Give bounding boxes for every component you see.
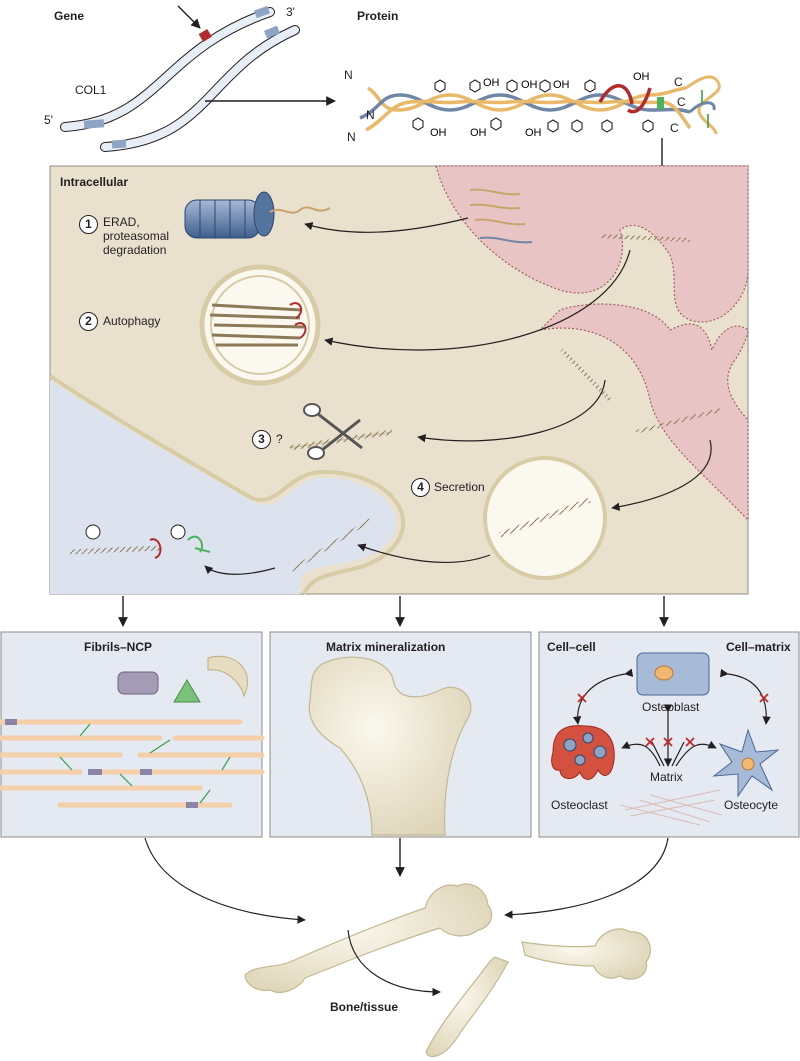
bone-tissue-label: Bone/tissue: [330, 1000, 399, 1014]
n-terminus-label: N: [366, 108, 375, 122]
intracellular-title: Intracellular: [60, 175, 129, 189]
cell-matrix-title: Cell–matrix: [726, 640, 791, 654]
gene-exon-block: [254, 5, 270, 19]
osteoblast-label: Osteoblast: [642, 700, 700, 714]
arrow-to-secretion: [611, 439, 712, 511]
cell-cell-title: Cell–cell: [547, 640, 596, 654]
hydroxyl-label: OH: [430, 127, 447, 139]
arrow-to-cleaved: [204, 565, 276, 575]
hydroxyl-label: OH: [525, 127, 542, 139]
matrix-fibers: [619, 789, 723, 826]
osteocyte-label: Osteocyte: [724, 798, 779, 812]
ncp-triangle-icon: [173, 679, 201, 703]
hydroxyl-label: OH: [521, 79, 538, 91]
mineralization-panel: [269, 631, 532, 838]
pathway-number-4: 4: [411, 478, 430, 497]
blocked-interaction-mark: [577, 693, 769, 747]
secretory-vesicle: [483, 456, 607, 580]
c-terminus-label: C: [677, 95, 686, 109]
three-prime-label: 3': [286, 5, 295, 19]
arrow-to-erad: [304, 217, 469, 233]
cell-interaction-arrows: [572, 668, 771, 767]
autophagosome: [199, 264, 321, 386]
arrow-to-autophagy: [324, 249, 631, 351]
matrix-label: Matrix: [650, 770, 683, 784]
gene-exon-block: [264, 25, 280, 39]
pathway-number-2: 2: [79, 312, 98, 331]
c-terminus-label: C: [674, 75, 683, 89]
fibrils-panel-title: Fibrils–NCP: [84, 640, 153, 654]
c-terminus-label: C: [670, 121, 679, 135]
arrow-from-vesicle: [357, 543, 491, 564]
protease-icon: [170, 524, 186, 540]
arrow-bone-branch: [347, 929, 441, 997]
gene-dna: [60, 5, 300, 152]
pathway-number-3: 3: [252, 430, 271, 449]
cells-panel: [538, 631, 800, 838]
scissors-icon: [289, 403, 393, 460]
hydroxyl-label: OH: [633, 71, 650, 83]
proteasome: [184, 191, 331, 239]
hydroxyl-label: OH: [470, 127, 487, 139]
hydroxyl-label: OH: [483, 77, 500, 89]
disulfide-green-block: [657, 97, 664, 109]
protease-icon: [85, 524, 101, 540]
mineralization-panel-title: Matrix mineralization: [326, 640, 446, 654]
pathway-label-unknown: ?: [276, 432, 283, 446]
procollagen-triple-helix: [359, 75, 721, 135]
endoplasmic-reticulum: [435, 165, 749, 522]
arrow-fibrils-to-bone: [144, 837, 306, 924]
bone-tissue-illustration: [244, 883, 651, 1058]
gene-mutation-site: [198, 28, 212, 42]
five-prime-label: 5': [44, 113, 53, 127]
pathway-label-erad: ERAD, proteasomal degradation: [103, 215, 170, 257]
hydroxyl-label: OH: [553, 79, 570, 91]
gene-exon-block: [83, 119, 105, 129]
osteoclast-cell: [551, 725, 615, 780]
ncp-cylinder-icon: [117, 671, 159, 695]
osteoclast-label: Osteoclast: [551, 798, 608, 812]
propeptide-cleavage: [69, 524, 211, 559]
gene-name-label: COL1: [75, 83, 107, 97]
proline-ring-icons: [412, 79, 654, 133]
pathway-label-secretion: Secretion: [434, 480, 485, 494]
gene-label: Gene: [54, 9, 85, 23]
femur-head-icon: [308, 656, 472, 836]
arrow-to-cleavage: [417, 379, 606, 443]
fibrils-panel: [0, 631, 265, 838]
ncp-crescent-icon: [207, 655, 249, 698]
extracellular-space: [50, 380, 397, 594]
gene-exon-block: [111, 139, 127, 149]
arrow-cells-to-bone: [504, 837, 669, 919]
mutation-pointer-arrow: [177, 5, 201, 29]
pathway-label-autophagy: Autophagy: [103, 314, 161, 328]
n-terminus-label: N: [347, 130, 356, 144]
collagen-fibrils: [0, 719, 265, 808]
pathway-number-1: 1: [79, 215, 98, 234]
intracellular-panel: [48, 165, 749, 595]
protein-label: Protein: [357, 9, 399, 23]
n-terminus-label: N: [344, 68, 353, 82]
cell-membrane: [48, 374, 406, 595]
